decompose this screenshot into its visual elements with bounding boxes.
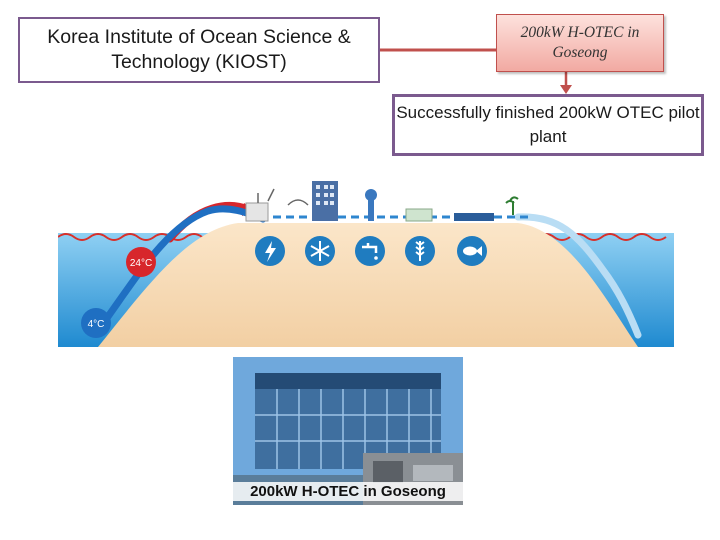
plant-buildings (245, 181, 519, 222)
lightning-icon (255, 236, 285, 266)
success-label: Successfully finished 200kW OTEC pilot p… (396, 103, 700, 146)
cold-temp-label: 4°C (88, 319, 105, 330)
kiost-box: Korea Institute of Ocean Science & Techn… (18, 17, 380, 83)
warm-temp-label: 24°C (130, 258, 152, 269)
plant-photo: 200kW H-OTEC in Goseong (233, 357, 463, 505)
hotec-box: 200kW H-OTEC in Goseong (496, 14, 664, 72)
faucet-icon (355, 236, 385, 266)
cold-temp-badge: 4°C (81, 308, 111, 338)
land (98, 223, 638, 347)
wheat-icon (405, 236, 435, 266)
success-box: Successfully finished 200kW OTEC pilot p… (392, 94, 704, 156)
fish-icon (457, 236, 487, 266)
warm-temp-badge: 24°C (126, 247, 156, 277)
cold-water-pipe (98, 205, 267, 329)
kiost-label: Korea Institute of Ocean Science & Techn… (47, 25, 351, 73)
hotec-label: 200kW H-OTEC in Goseong (520, 23, 640, 61)
snowflake-icon (305, 236, 335, 266)
photo-caption: 200kW H-OTEC in Goseong (233, 482, 463, 501)
otec-diagram: 24°C 4°C (58, 181, 674, 347)
return-pipe (514, 213, 642, 339)
